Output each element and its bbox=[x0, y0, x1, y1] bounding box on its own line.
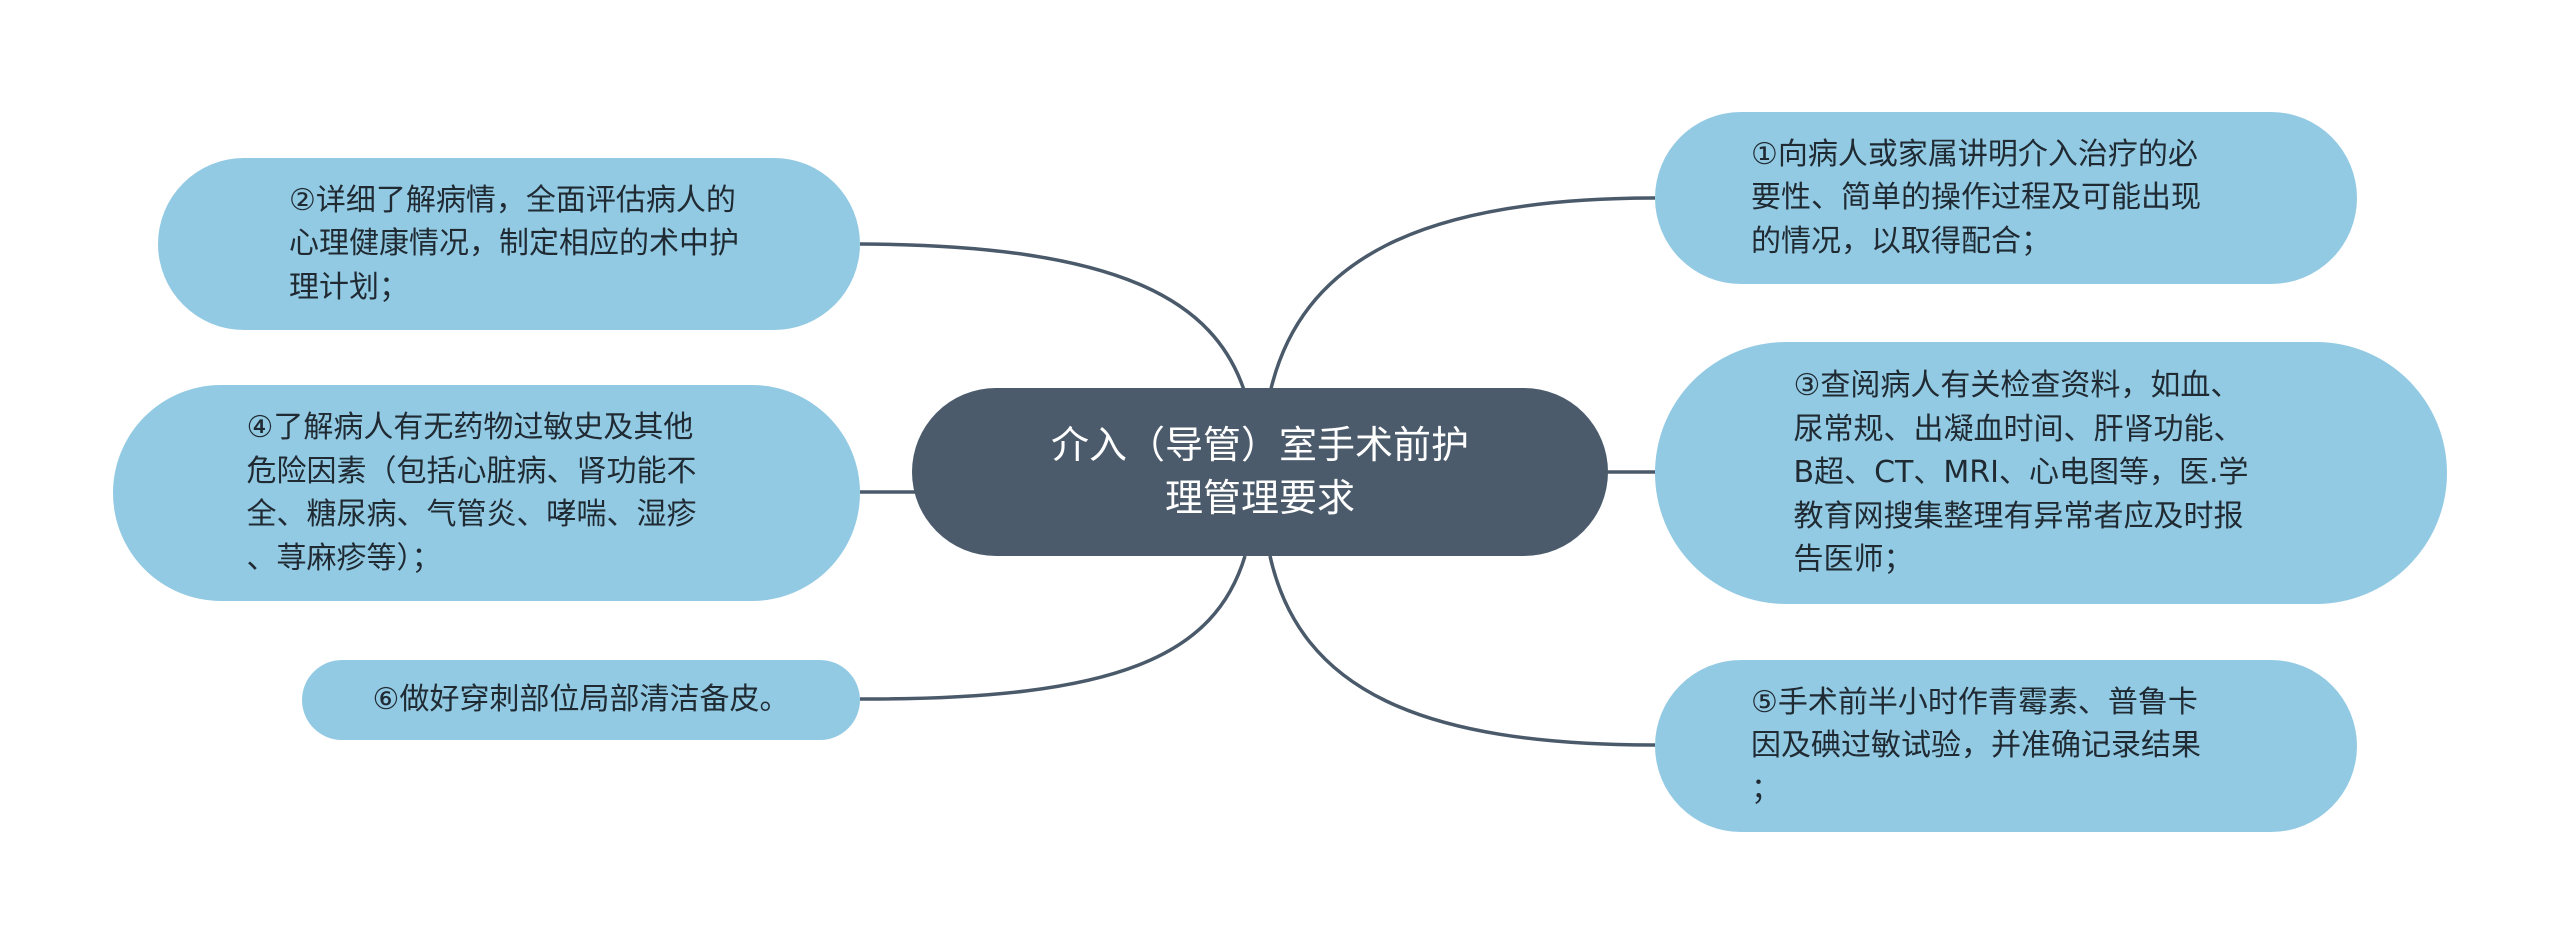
subtopic-node-2-label: ②详细了解病情，全面评估病人的 心理健康情况，制定相应的术中护 理计划； bbox=[289, 182, 739, 305]
connector-to-node-6 bbox=[859, 555, 1247, 701]
subtopic-node-1-label: ①向病人或家属讲明介入治疗的必 要性、简单的操作过程及可能出现 的情况，以取得配… bbox=[1751, 136, 2201, 259]
subtopic-node-2[interactable]: ②详细了解病情，全面评估病人的 心理健康情况，制定相应的术中护 理计划； bbox=[158, 158, 860, 330]
connector-to-node-2 bbox=[859, 242, 1247, 394]
subtopic-node-5-label: ⑤手术前半小时作青霉素、普鲁卡 因及碘过敏试验，并准确记录结果 ； bbox=[1751, 684, 2201, 807]
subtopic-node-4[interactable]: ④了解病人有无药物过敏史及其他 危险因素（包括心脏病、肾功能不 全、糖尿病、气管… bbox=[113, 385, 860, 601]
central-topic-label: 介入（导管）室手术前护 理管理要求 bbox=[1050, 422, 1469, 520]
connector-to-node-5 bbox=[1268, 555, 1656, 747]
subtopic-node-3[interactable]: ③查阅病人有关检查资料，如血、 尿常规、出凝血时间、肝肾功能、 B超、CT、MR… bbox=[1655, 342, 2447, 604]
subtopic-node-3-label: ③查阅病人有关检查资料，如血、 尿常规、出凝血时间、肝肾功能、 B超、CT、MR… bbox=[1793, 368, 2249, 578]
subtopic-node-5[interactable]: ⑤手术前半小时作青霉素、普鲁卡 因及碘过敏试验，并准确记录结果 ； bbox=[1655, 660, 2357, 832]
central-topic[interactable]: 介入（导管）室手术前护 理管理要求 bbox=[912, 388, 1608, 556]
subtopic-node-6-label: ⑥做好穿刺部位局部清洁备皮。 bbox=[372, 682, 790, 718]
subtopic-node-4-label: ④了解病人有无药物过敏史及其他 危险因素（包括心脏病、肾功能不 全、糖尿病、气管… bbox=[246, 410, 697, 576]
subtopic-node-6[interactable]: ⑥做好穿刺部位局部清洁备皮。 bbox=[302, 660, 860, 740]
connector-to-node-1 bbox=[1268, 196, 1656, 394]
subtopic-node-1[interactable]: ①向病人或家属讲明介入治疗的必 要性、简单的操作过程及可能出现 的情况，以取得配… bbox=[1655, 112, 2357, 284]
